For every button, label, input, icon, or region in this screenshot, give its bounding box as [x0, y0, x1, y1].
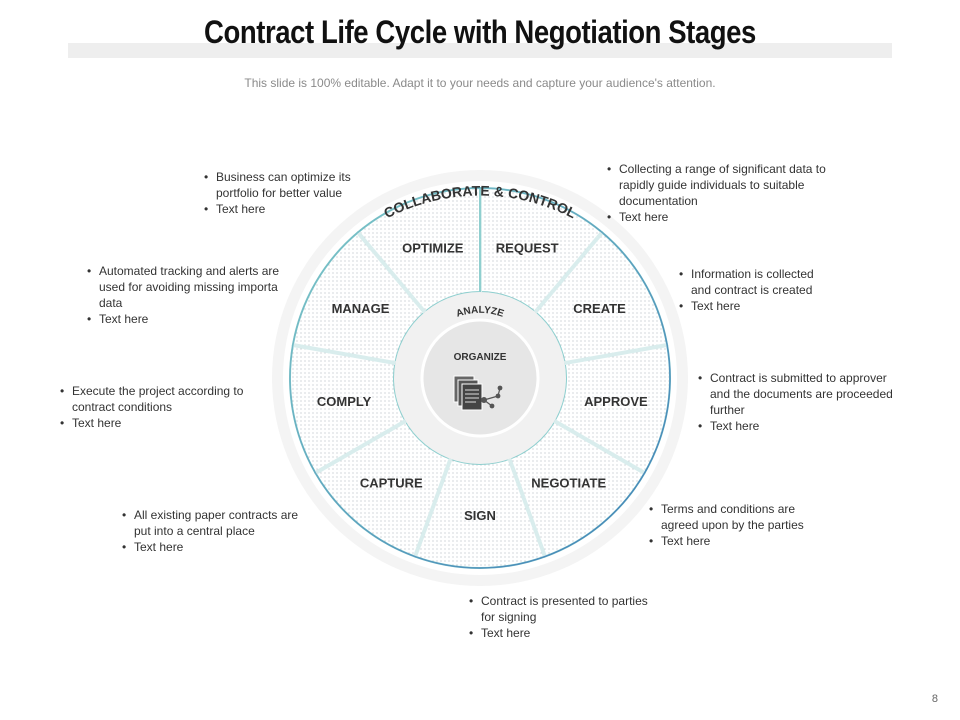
- create-note-line-1: Information is collected: [691, 267, 814, 281]
- optimize-note: Business can optimize its portfolio for b…: [202, 169, 392, 217]
- sign-note: Contract is presented to parties for sign…: [467, 593, 697, 641]
- comply-note-line-2: contract conditions: [72, 400, 173, 414]
- wheel-divider: [413, 458, 453, 558]
- create-note-text-here: Text here: [677, 298, 857, 314]
- capture-note-text-here: Text here: [120, 539, 330, 555]
- negotiate-note-bullet: Terms and conditions are agreed upon by t…: [647, 501, 847, 533]
- wheel-segment-label-capture: CAPTURE: [360, 476, 423, 491]
- comply-note-line-1: Execute the project according to: [72, 384, 244, 398]
- capture-note-line-1: All existing paper contracts are: [134, 508, 299, 522]
- create-note: Information is collected and contract is …: [677, 266, 857, 314]
- wheel-divider: [507, 458, 547, 558]
- manage-note-bullet: Automated tracking and alerts are used fo…: [85, 263, 297, 311]
- sign-note-line-1: Contract is presented to parties: [481, 594, 648, 608]
- negotiate-note-text-here: Text here: [647, 533, 847, 549]
- optimize-note-line-2: portfolio for better value: [216, 186, 343, 200]
- sign-note-line-2: for signing: [481, 610, 537, 624]
- wheel-segment-label-create: CREATE: [573, 301, 626, 316]
- wheel-segment-label-comply: COMPLY: [317, 394, 372, 409]
- create-note-bullet: Information is collected and contract is …: [677, 266, 857, 298]
- segments-group: REQUEST CREATE APPROVE NEGOTIATE SIGN CAPTURE…: [289, 186, 671, 570]
- request-note-line-2: rapidly guide individuals to suitable: [619, 178, 805, 192]
- comply-note-bullet: Execute the project according to contract…: [58, 383, 278, 415]
- request-note-line-3: documentation: [619, 194, 698, 208]
- approve-note-bullet: Contract is submitted to approver and the…: [696, 370, 926, 418]
- comply-note: Execute the project according to contract…: [58, 383, 278, 431]
- sign-note-text-here: Text here: [467, 625, 697, 641]
- capture-note-line-2: put into a central place: [134, 524, 255, 538]
- wheel-segment-label-negotiate: NEGOTIATE: [531, 476, 606, 491]
- organize-label: ORGANIZE: [454, 352, 507, 363]
- create-note-line-2: and contract is created: [691, 283, 813, 297]
- wheel-segment-label-optimize: OPTIMIZE: [402, 240, 464, 255]
- documents-network-icon: [453, 375, 503, 411]
- analyze-arc-label: ANALYZE: [455, 305, 506, 320]
- page-number: 8: [931, 693, 938, 705]
- organize-core: [420, 318, 540, 438]
- manage-note-line-3: data: [99, 296, 123, 310]
- slide-subtitle: This slide is 100% editable. Adapt it to…: [244, 76, 716, 90]
- wheel-divider: [314, 419, 407, 475]
- wheel-segment-label-sign: SIGN: [464, 508, 496, 523]
- wheel-rim: [289, 187, 671, 569]
- approve-note-text-here: Text here: [696, 418, 926, 434]
- wheel-divider: [356, 231, 427, 314]
- manage-note: Automated tracking and alerts are used fo…: [85, 263, 297, 327]
- wheel-segment-label-manage: MANAGE: [332, 301, 390, 316]
- negotiate-note-line-1: Terms and conditions are: [661, 502, 796, 516]
- approve-note-line-2: and the documents are proceeded: [710, 387, 893, 401]
- wheel-divider: [553, 419, 646, 475]
- negotiate-note-line-2: agreed upon by the parties: [661, 518, 804, 532]
- optimize-note-text-here: Text here: [202, 201, 392, 217]
- slide-title: Contract Life Cycle with Negotiation Sta…: [204, 14, 756, 50]
- approve-note-line-1: Contract is submitted to approver: [710, 371, 887, 385]
- wheel-divider: [292, 343, 396, 366]
- approve-note-line-3: further: [710, 403, 745, 417]
- wheel-divider: [533, 231, 604, 314]
- comply-note-text-here: Text here: [58, 415, 278, 431]
- sign-note-bullet: Contract is presented to parties for sign…: [467, 593, 697, 625]
- manage-note-line-1: Automated tracking and alerts are: [99, 264, 280, 278]
- wheel-segment-label-request: REQUEST: [496, 240, 559, 255]
- manage-note-line-2: used for avoiding missing importa: [99, 280, 278, 294]
- manage-note-text-here: Text here: [85, 311, 297, 327]
- approve-note: Contract is submitted to approver and the…: [696, 370, 926, 434]
- request-note-text-here: Text here: [605, 209, 865, 225]
- capture-note-bullet: All existing paper contracts are put into…: [120, 507, 330, 539]
- capture-note: All existing paper contracts are put into…: [120, 507, 330, 555]
- request-note-bullet: Collecting a range of significant data t…: [605, 161, 865, 209]
- wheel-segment-label-approve: APPROVE: [584, 394, 648, 409]
- optimize-note-line-1: Business can optimize its: [216, 170, 351, 184]
- optimize-note-bullet: Business can optimize its portfolio for b…: [202, 169, 392, 201]
- negotiate-note: Terms and conditions are agreed upon by t…: [647, 501, 847, 549]
- request-note-line-1: Collecting a range of significant data t…: [619, 162, 826, 176]
- wheel-divider: [564, 343, 668, 366]
- request-note: Collecting a range of significant data t…: [605, 161, 865, 225]
- title-underline-bar: [68, 43, 892, 58]
